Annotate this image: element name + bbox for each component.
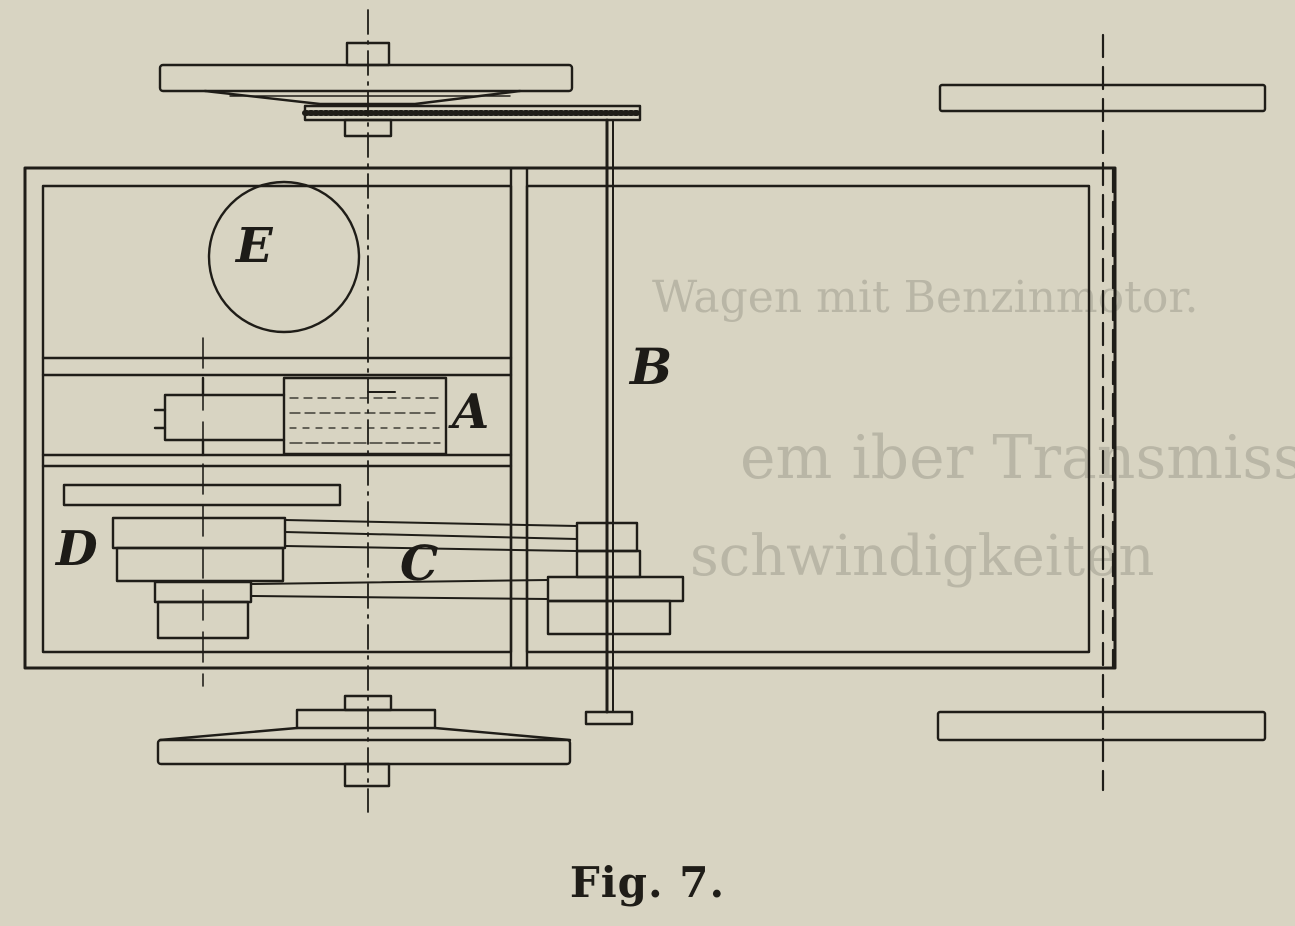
chassis-frame xyxy=(23,166,1117,670)
bleed-line-2: em iber Transmissionsmechanism xyxy=(740,423,1295,493)
figure-caption: Fig. 7. xyxy=(569,858,726,907)
label-c: C xyxy=(400,536,439,592)
motor-cylinder xyxy=(153,376,448,457)
pulley-group-left xyxy=(111,516,287,640)
clutch-plate xyxy=(62,483,342,507)
bleed-through-text: Wagen mit Benzinmotor. em iber Transmiss… xyxy=(652,272,1295,589)
bleed-line-3: schwindigkeiten xyxy=(690,524,1154,589)
rear-wheel-top xyxy=(158,41,643,138)
flywheel xyxy=(207,180,361,334)
label-b: B xyxy=(630,337,673,396)
cross-rails xyxy=(41,356,513,468)
label-a: A xyxy=(452,384,490,440)
drive-shaft xyxy=(584,118,634,726)
front-axle-centerline xyxy=(1101,33,1115,792)
front-wheel-top xyxy=(938,83,1267,113)
drive-belts xyxy=(250,519,578,600)
rear-wheel-bottom xyxy=(156,694,572,788)
pulley-group-right xyxy=(546,521,685,636)
label-e: E xyxy=(236,218,273,274)
front-wheel-bottom xyxy=(936,710,1267,742)
label-d: D xyxy=(56,521,98,577)
bleed-line-1: Wagen mit Benzinmotor. xyxy=(652,272,1199,323)
